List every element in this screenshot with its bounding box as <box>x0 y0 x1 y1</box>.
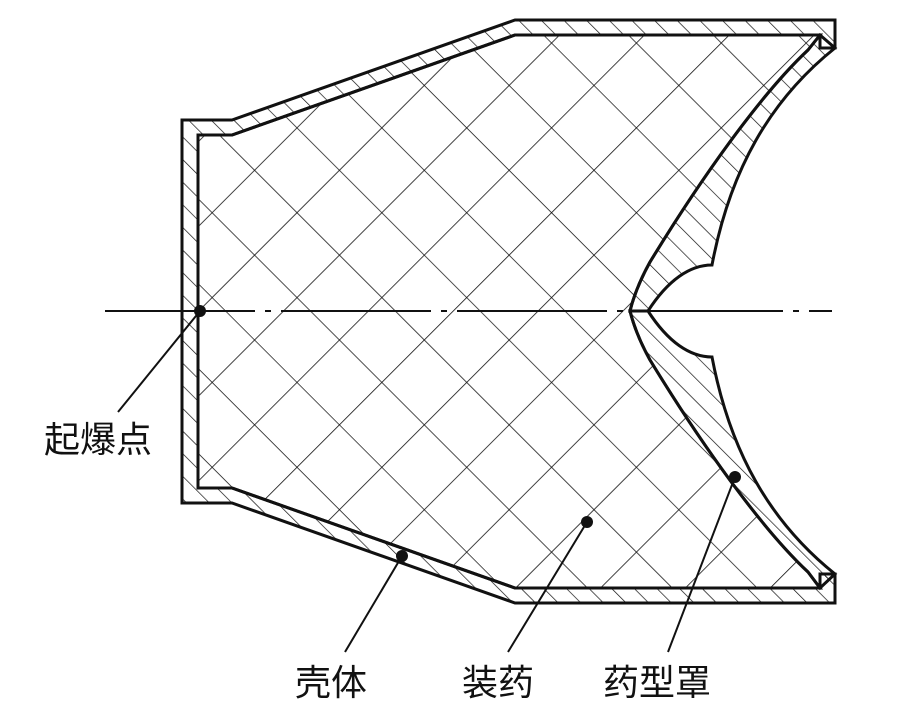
casing-label: 壳体 <box>295 663 367 704</box>
detonation-point-label: 起爆点 <box>44 420 152 461</box>
charge-label: 装药 <box>462 663 534 704</box>
casing-shell <box>180 18 837 605</box>
charge-leader <box>507 521 588 653</box>
casing-leader <box>344 555 403 653</box>
detonation-point-leader <box>117 310 201 413</box>
liner-label: 药型罩 <box>603 663 711 704</box>
liner-leader <box>667 476 736 653</box>
